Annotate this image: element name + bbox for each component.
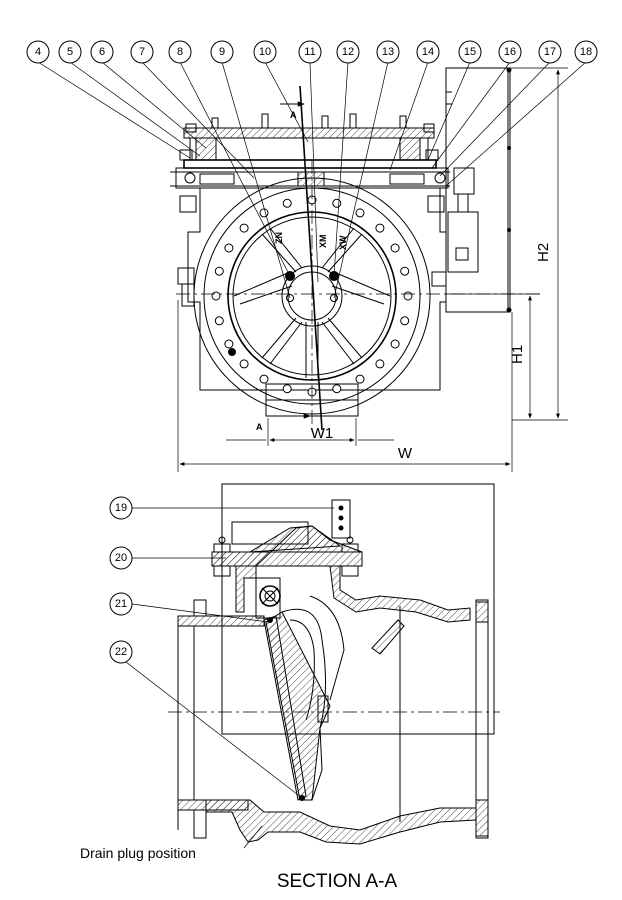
dimension-w: W <box>177 300 513 472</box>
balloon-15: 15 <box>458 40 482 64</box>
outlet-flange <box>399 599 489 839</box>
svg-text:17: 17 <box>544 46 556 58</box>
balloon-21: 21 <box>109 592 133 616</box>
bolt-hole <box>214 316 224 326</box>
bolt-hole <box>259 208 269 218</box>
svg-text:8: 8 <box>177 46 183 58</box>
bolt-hole <box>224 243 234 253</box>
svg-text:9: 9 <box>219 46 225 58</box>
svg-text:5: 5 <box>67 46 73 58</box>
bolt-hole <box>400 266 410 276</box>
svg-text:XM: XM <box>318 235 328 249</box>
balloon-4: 4 <box>26 40 50 64</box>
balloon-14: 14 <box>416 40 440 64</box>
top-cover-plate <box>170 113 450 189</box>
bolt-hole <box>214 266 224 276</box>
bolt-hole <box>239 359 249 369</box>
balloon-20: 20 <box>109 546 133 570</box>
dimension-h2: H2 <box>508 67 568 421</box>
balloon-5: 5 <box>58 40 82 64</box>
body-wall-lower <box>205 799 477 845</box>
balloon-7: 7 <box>130 40 154 64</box>
seat-ring <box>263 615 307 801</box>
balloon-8: 8 <box>168 40 192 64</box>
svg-text:11: 11 <box>304 46 315 58</box>
section-marker-bottom: A <box>256 422 263 432</box>
dimension-h2-label: H2 <box>535 243 552 262</box>
body-wall-upper <box>329 565 471 623</box>
bolt-hole <box>282 384 292 394</box>
bolt-hole <box>355 374 365 384</box>
bolt-hole <box>390 339 400 349</box>
svg-text:7: 7 <box>139 46 145 58</box>
bolt-hole <box>282 198 292 208</box>
bolt-hole <box>400 316 410 326</box>
balloon-22: 22 <box>109 640 133 664</box>
balloon-12: 12 <box>336 40 360 64</box>
balloon-17: 17 <box>538 40 562 64</box>
leader-lines-section <box>125 507 334 849</box>
svg-text:6: 6 <box>99 46 105 58</box>
balloon-16: 16 <box>498 40 522 64</box>
balloon-18: 18 <box>574 40 598 64</box>
bolt-hole <box>403 291 413 301</box>
svg-text:12: 12 <box>342 46 354 58</box>
balloons-top: 4 5 6 7 8 9 10 11 12 13 14 15 16 17 18 <box>26 40 598 64</box>
lever-arm <box>371 619 405 655</box>
hub-markings: ZN XM XW <box>274 232 348 250</box>
svg-text:19: 19 <box>115 502 127 514</box>
balloon-9: 9 <box>210 40 234 64</box>
lever-swing-envelope <box>221 483 495 735</box>
bolt-hole <box>375 359 385 369</box>
bolt-hole <box>239 223 249 233</box>
bolt-hole <box>332 384 342 394</box>
svg-text:18: 18 <box>580 46 592 58</box>
svg-text:14: 14 <box>422 46 434 58</box>
svg-text:4: 4 <box>35 46 41 58</box>
bolt-hole <box>224 339 234 349</box>
bolt-hole <box>259 374 269 384</box>
section-view: 19 20 21 22 Drain plug position SECTION … <box>80 483 500 892</box>
dimension-h1: H1 <box>446 293 540 419</box>
drain-plug-label: Drain plug position <box>80 845 196 861</box>
dimension-h1-label: H1 <box>509 345 526 364</box>
dimension-w1-label: W1 <box>311 425 334 442</box>
balloon-6: 6 <box>90 40 114 64</box>
front-view: ZN XM XW A A <box>26 40 598 472</box>
bolt-hole <box>332 198 342 208</box>
leader-lines-top <box>37 61 587 299</box>
bolt-hole <box>375 223 385 233</box>
bolt-hole <box>355 208 365 218</box>
svg-text:16: 16 <box>504 46 516 58</box>
svg-text:22: 22 <box>115 646 127 658</box>
balloon-11: 11 <box>298 40 322 64</box>
svg-text:XW: XW <box>338 235 348 250</box>
bolt-hole <box>390 243 400 253</box>
section-title: SECTION A-A <box>277 871 398 892</box>
svg-text:10: 10 <box>259 46 271 58</box>
svg-text:13: 13 <box>382 46 394 58</box>
balloon-10: 10 <box>253 40 277 64</box>
lever-counterweight <box>445 67 512 313</box>
svg-text:15: 15 <box>464 46 476 58</box>
dimension-w1: W1 <box>226 418 394 446</box>
dimension-w-label: W <box>398 445 413 462</box>
balloon-13: 13 <box>376 40 400 64</box>
disc <box>228 227 391 378</box>
balloon-19: 19 <box>109 496 133 520</box>
bolt-hole <box>211 291 221 301</box>
svg-text:20: 20 <box>115 552 127 564</box>
svg-text:ZN: ZN <box>274 232 284 244</box>
svg-text:21: 21 <box>115 598 127 610</box>
balloons-section: 19 20 21 22 <box>109 496 133 664</box>
